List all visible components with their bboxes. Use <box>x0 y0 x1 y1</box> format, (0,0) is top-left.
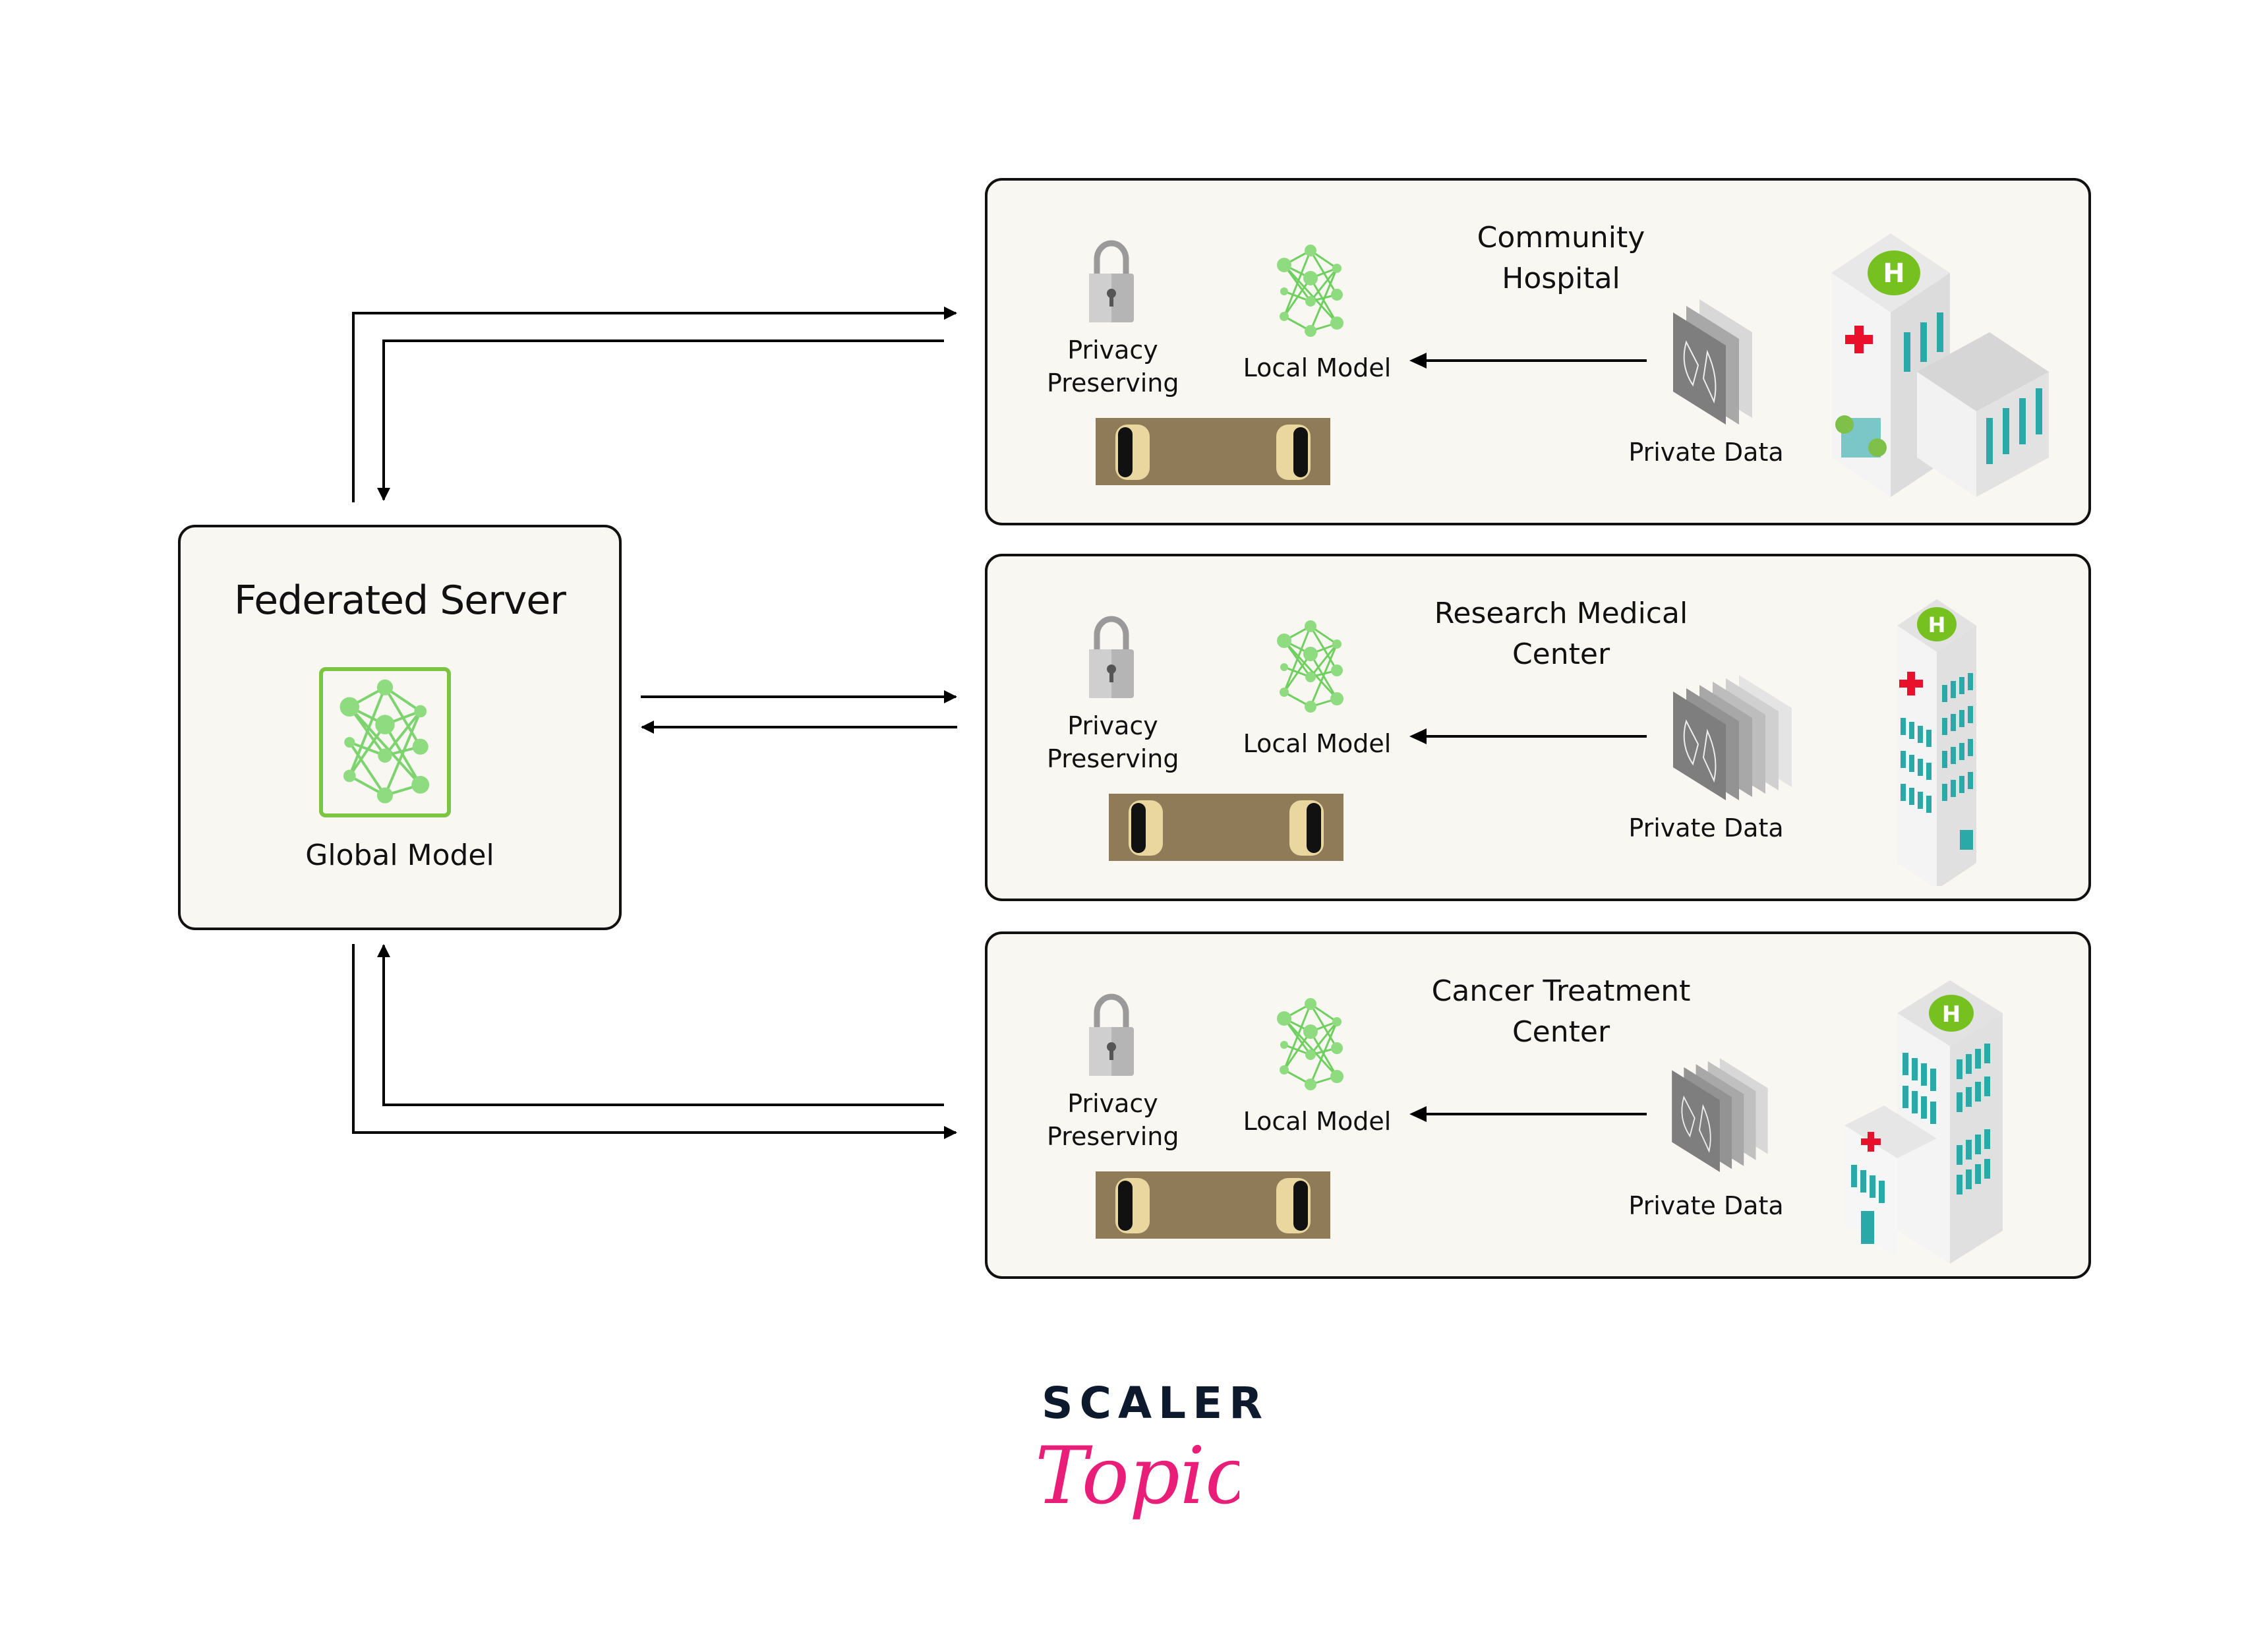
arrow-server-to-cancer <box>352 944 957 1139</box>
svg-text:H: H <box>1942 1001 1961 1028</box>
logo-topics-script: Topics <box>1035 1431 1239 1522</box>
xray-stack-icon <box>1672 1058 1768 1172</box>
data-to-model-arrow <box>1409 1106 1647 1122</box>
server-rack-icon <box>1096 418 1330 485</box>
server-rack-icon <box>1096 1171 1330 1239</box>
private-data-label: Private Data <box>1628 813 1784 842</box>
federated-server-box: Federated Server Global Model <box>178 525 622 930</box>
lock-icon <box>1089 240 1134 322</box>
logo-scaler-text: SCALER <box>1042 1378 1270 1429</box>
logo-topics-text: Topics <box>1035 1431 1239 1522</box>
svg-text:H: H <box>1928 612 1946 637</box>
private-data-label: Private Data <box>1628 438 1784 467</box>
private-data-label: Private Data <box>1628 1191 1784 1220</box>
hospital-tower-icon: H <box>1897 599 1976 886</box>
scaler-topics-logo: SCALER Topics <box>1028 1378 1262 1549</box>
lock-icon <box>1089 993 1134 1076</box>
svg-text:H: H <box>1883 258 1904 289</box>
global-model-icon <box>319 667 451 817</box>
neural-network-icon <box>1277 245 1343 337</box>
xray-stack-icon <box>1673 675 1792 800</box>
neural-network-icon <box>1277 998 1343 1090</box>
hospital-building-icon: H <box>1831 233 2049 497</box>
arrow-community-to-server <box>377 339 944 501</box>
arrow-server-to-community <box>352 307 957 502</box>
local-model-label: Local Model <box>1243 1107 1392 1136</box>
neural-network-icon <box>339 679 430 804</box>
server-title: Federated Server <box>234 577 566 624</box>
local-model-label: Local Model <box>1243 353 1392 382</box>
hospital-complex-icon: H <box>1844 980 2003 1264</box>
data-to-model-arrow <box>1409 353 1647 369</box>
neural-network-icon <box>1277 620 1343 713</box>
local-model-label: Local Model <box>1243 729 1392 758</box>
server-rack-icon <box>1109 794 1343 861</box>
arrow-cancer-to-server <box>377 944 944 1106</box>
data-to-model-arrow <box>1409 728 1647 744</box>
lock-icon <box>1089 616 1134 698</box>
global-model-label: Global Model <box>305 839 494 872</box>
xray-stack-icon <box>1673 299 1752 425</box>
